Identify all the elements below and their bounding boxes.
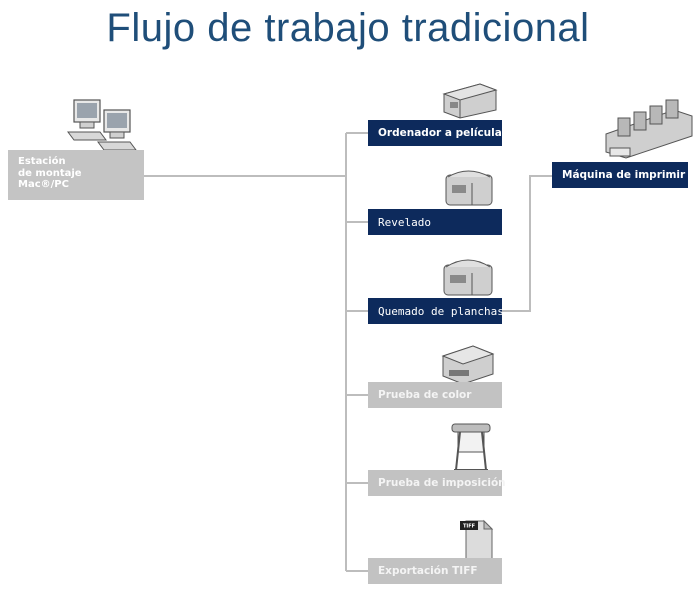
processor-icon (445, 170, 493, 206)
printing-press-icon (605, 99, 693, 159)
platesetter-icon (443, 259, 493, 296)
device-box-exportacion-tiff: Exportación TIFF (368, 558, 502, 584)
press-box: Máquina de imprimir (552, 162, 688, 188)
tiff-badge-text: TIFF (463, 524, 475, 530)
device-label: Prueba de imposición (378, 477, 506, 489)
page-title: Flujo de trabajo tradicional (106, 6, 590, 50)
computers-icon (67, 99, 137, 151)
device-box-quemado-de-planchas: Quemado de planchas (368, 298, 504, 324)
station-line-3: Mac®/PC (18, 179, 69, 190)
workstation-box: Estación de montaje Mac®/PC (8, 150, 144, 200)
device-box-ordenador-a-pelicula: Ordenador a película (368, 120, 502, 146)
device-label: Quemado de planchas (378, 304, 504, 318)
device-box-revelado: Revelado (368, 209, 502, 235)
imagesetter-icon (442, 83, 498, 119)
press-connector (502, 175, 552, 312)
device-label: Prueba de color (378, 389, 472, 401)
device-label: Exportación TIFF (378, 565, 478, 577)
tiff-file-icon: TIFF (460, 519, 494, 562)
device-label: Revelado (378, 215, 431, 229)
device-box-prueba-de-imposicion: Prueba de imposición (368, 470, 506, 496)
color-printer-icon (441, 345, 495, 385)
station-line-1: Estación (18, 156, 66, 167)
device-box-prueba-de-color: Prueba de color (368, 382, 502, 408)
device-label: Ordenador a película (378, 127, 502, 139)
station-line-2: de montaje (18, 167, 82, 179)
plotter-icon (451, 423, 491, 471)
press-label: Máquina de imprimir (562, 169, 686, 181)
